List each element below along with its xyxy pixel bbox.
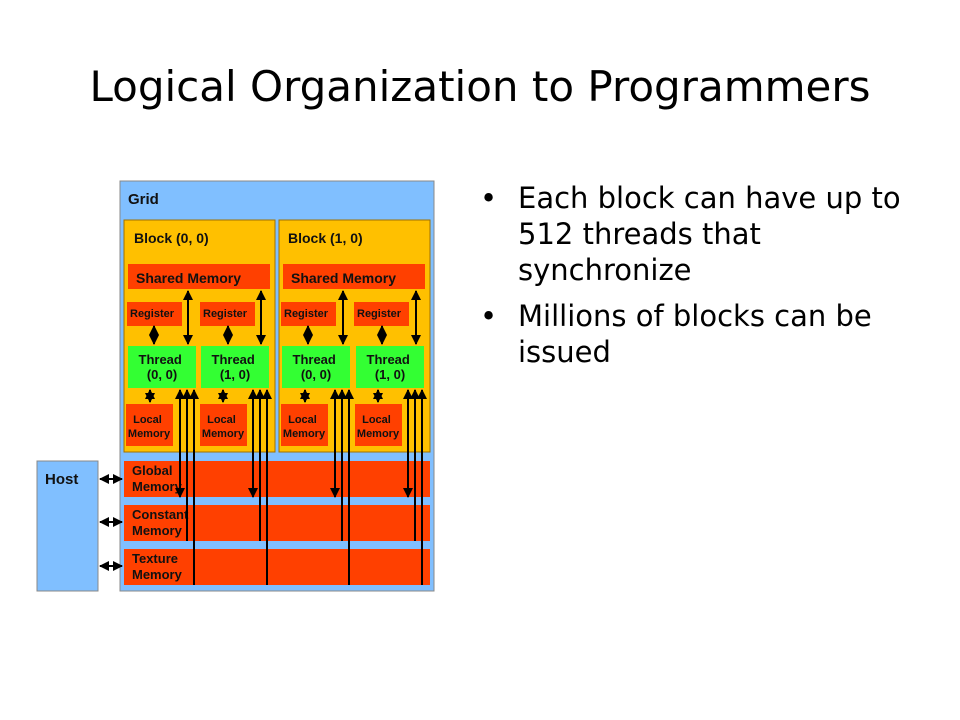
local-memory-box — [200, 404, 247, 446]
shared-memory-box — [128, 264, 270, 289]
thread-index: (1, 0) — [375, 367, 405, 382]
thread-index: (0, 0) — [301, 367, 331, 382]
thread-name: Thread — [212, 352, 255, 367]
thread-box — [282, 346, 350, 388]
bullet-icon: • — [480, 299, 498, 333]
slide-title: Logical Organization to Programmers — [89, 62, 871, 111]
local-memory-label: Local Memory — [357, 414, 400, 440]
thread-box — [201, 346, 269, 388]
global-memory-label: Global Memory — [132, 463, 183, 494]
block-label: Block (0, 0) — [134, 230, 209, 246]
texture-memory-box — [124, 549, 430, 585]
constant-memory-label: Constant Memory — [132, 507, 192, 538]
register-label: Register — [284, 308, 329, 320]
register-box — [281, 302, 336, 326]
bullet-item: • Each block can have up to 512 threads … — [480, 180, 920, 288]
grid-label: Grid — [128, 191, 159, 208]
local-memory-box — [281, 404, 328, 446]
thread-label: Thread (0, 0) — [139, 352, 186, 382]
block-label: Block (1, 0) — [288, 230, 363, 246]
texture-memory-label: Texture Memory — [132, 551, 183, 582]
local-memory-box — [126, 404, 173, 446]
local-memory-label: Local Memory — [202, 414, 245, 440]
thread-name: Thread — [293, 352, 336, 367]
bullet-item: • Millions of blocks can be issued — [480, 298, 920, 370]
shared-memory-label: Shared Memory — [136, 270, 241, 286]
thread-label: Thread (1, 0) — [212, 352, 259, 382]
thread-name: Thread — [139, 352, 182, 367]
thread-box — [356, 346, 424, 388]
bullet-icon: • — [480, 181, 498, 215]
thread-index: (1, 0) — [220, 367, 250, 382]
register-label: Register — [357, 308, 402, 320]
register-box — [354, 302, 409, 326]
shared-memory-label: Shared Memory — [291, 270, 396, 286]
register-box — [127, 302, 182, 326]
local-memory-label: Local Memory — [283, 414, 326, 440]
register-box — [200, 302, 255, 326]
thread-label: Thread (0, 0) — [293, 352, 340, 382]
thread-name: Thread — [367, 352, 410, 367]
thread-box — [128, 346, 196, 388]
constant-memory-box — [124, 505, 430, 541]
host-box — [36, 460, 99, 592]
thread-label: Thread (1, 0) — [367, 352, 414, 382]
shared-memory-box — [283, 264, 425, 289]
bullet-text: Each block can have up to 512 threads th… — [518, 181, 901, 287]
bullet-list: • Each block can have up to 512 threads … — [480, 180, 920, 380]
host-label: Host — [45, 471, 78, 488]
register-label: Register — [203, 308, 248, 320]
local-memory-label: Local Memory — [128, 414, 171, 440]
arrows — [99, 290, 427, 585]
local-memory-box — [355, 404, 402, 446]
register-label: Register — [130, 308, 175, 320]
thread-index: (0, 0) — [147, 367, 177, 382]
bullet-text: Millions of blocks can be issued — [518, 299, 872, 369]
